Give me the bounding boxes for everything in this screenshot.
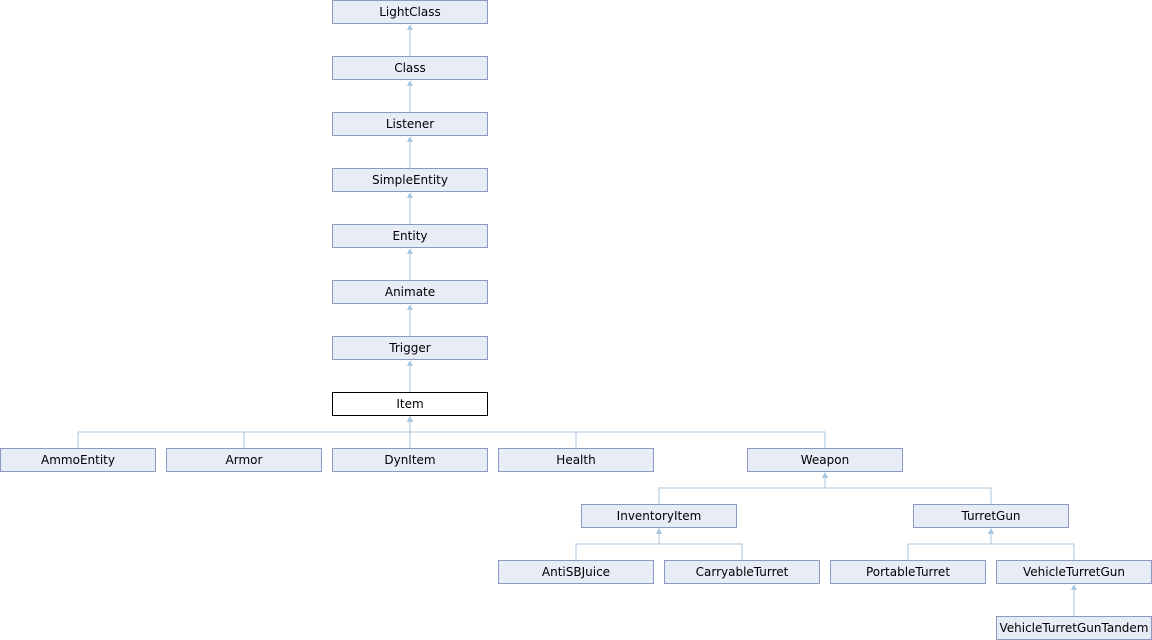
arrowhead-class-to-lightclass <box>407 24 413 30</box>
node-dynitem[interactable]: DynItem <box>332 448 488 472</box>
arrowhead-listener-to-class <box>407 80 413 86</box>
arrowhead-trigger-to-animate <box>407 304 413 310</box>
node-vehicleturretgun[interactable]: VehicleTurretGun <box>996 560 1152 584</box>
edge-portableturret-to-turretgun <box>907 533 992 560</box>
edge-armor-to-item <box>243 421 411 448</box>
arrowhead-entity-to-simpleentity <box>407 192 413 198</box>
edge-inventoryitem-to-weapon <box>658 477 826 504</box>
edge-turretgun-to-weapon <box>824 477 992 504</box>
arrowhead-vehicleturretguntandem-to-vehicleturretgun <box>1071 584 1077 590</box>
arrowhead-weapon-to-item <box>407 416 413 422</box>
node-health[interactable]: Health <box>498 448 654 472</box>
edge-health-to-item <box>409 421 577 448</box>
arrowhead-simpleentity-to-listener <box>407 136 413 142</box>
node-trigger[interactable]: Trigger <box>332 336 488 360</box>
arrowhead-carryableturret-to-inventoryitem <box>656 528 662 534</box>
node-inventoryitem[interactable]: InventoryItem <box>581 504 737 528</box>
edge-antisbjuice-to-inventoryitem <box>575 533 660 560</box>
node-antisbjuice[interactable]: AntiSBJuice <box>498 560 654 584</box>
node-portableturret[interactable]: PortableTurret <box>830 560 986 584</box>
arrowhead-vehicleturretgun-to-turretgun <box>988 528 994 534</box>
node-armor[interactable]: Armor <box>166 448 322 472</box>
node-listener[interactable]: Listener <box>332 112 488 136</box>
node-vehicleturretguntandem[interactable]: VehicleTurretGunTandem <box>996 616 1152 640</box>
node-lightclass[interactable]: LightClass <box>332 0 488 24</box>
node-simpleentity[interactable]: SimpleEntity <box>332 168 488 192</box>
arrowhead-turretgun-to-weapon <box>822 472 828 478</box>
edge-weapon-to-item <box>409 421 826 448</box>
node-animate[interactable]: Animate <box>332 280 488 304</box>
node-entity[interactable]: Entity <box>332 224 488 248</box>
arrowhead-item-to-trigger <box>407 360 413 366</box>
node-class[interactable]: Class <box>332 56 488 80</box>
node-turretgun[interactable]: TurretGun <box>913 504 1069 528</box>
node-carryableturret[interactable]: CarryableTurret <box>664 560 820 584</box>
node-item-current: Item <box>332 392 488 416</box>
edge-vehicleturretgun-to-turretgun <box>990 533 1075 560</box>
node-weapon[interactable]: Weapon <box>747 448 903 472</box>
arrowhead-animate-to-entity <box>407 248 413 254</box>
node-ammoentity[interactable]: AmmoEntity <box>0 448 156 472</box>
edge-carryableturret-to-inventoryitem <box>658 533 743 560</box>
